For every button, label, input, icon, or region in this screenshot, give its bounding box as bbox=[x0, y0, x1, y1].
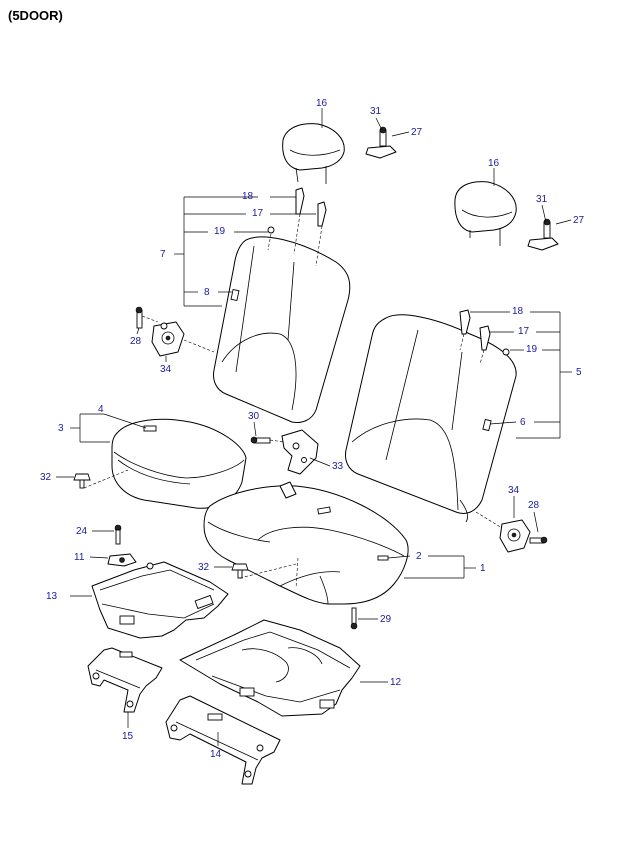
leader-31a bbox=[375, 117, 383, 131]
seat-frame-right bbox=[179, 619, 361, 717]
leader-27a bbox=[391, 131, 410, 137]
callout-24: 24 bbox=[76, 526, 88, 537]
dash-clip-a bbox=[267, 233, 272, 251]
callout-11: 11 bbox=[74, 552, 85, 563]
cushion-right bbox=[203, 481, 409, 605]
bolt-30 bbox=[250, 436, 271, 444]
dash-hinge-a bbox=[183, 339, 215, 353]
leader-31b bbox=[541, 204, 547, 223]
diagram-title: (5DOOR) bbox=[8, 8, 63, 23]
dash-cushion bbox=[295, 557, 299, 589]
callout-32b: 32 bbox=[198, 562, 210, 573]
bracket-1 bbox=[387, 555, 476, 579]
callout-6: 6 bbox=[520, 417, 526, 428]
clip-19b bbox=[502, 348, 510, 356]
callout-18b: 18 bbox=[512, 306, 524, 317]
callout-17a: 17 bbox=[252, 208, 264, 219]
seatback-right bbox=[345, 314, 517, 523]
headrest-guide-right bbox=[527, 218, 559, 251]
leader-33 bbox=[309, 457, 331, 467]
hinge-right bbox=[499, 519, 531, 553]
seat-frame-left bbox=[91, 561, 229, 639]
callout-28a: 28 bbox=[130, 336, 142, 347]
dash-bolt-30 bbox=[269, 439, 285, 443]
callout-2: 2 bbox=[416, 551, 422, 562]
callout-18a: 18 bbox=[242, 191, 254, 202]
dash-post-b bbox=[315, 225, 323, 267]
headrest-guide-left bbox=[365, 126, 397, 159]
callout-5: 5 bbox=[576, 367, 582, 378]
bolt-28a bbox=[135, 306, 143, 329]
rail-bracket-left bbox=[87, 647, 163, 713]
callout-13: 13 bbox=[46, 591, 58, 602]
leader-28a bbox=[136, 327, 140, 335]
callout-16b: 16 bbox=[488, 158, 500, 169]
callout-15: 15 bbox=[122, 731, 134, 742]
bolt-29 bbox=[350, 607, 358, 630]
callout-27b: 27 bbox=[573, 215, 585, 226]
callout-19b: 19 bbox=[526, 344, 538, 355]
hinge-left bbox=[151, 321, 185, 357]
callout-17b: 17 bbox=[518, 326, 530, 337]
callout-34a: 34 bbox=[160, 364, 172, 375]
bracket-3 bbox=[70, 413, 147, 443]
bumper-32b bbox=[231, 563, 249, 579]
callout-27a: 27 bbox=[411, 127, 423, 138]
bumper-32a bbox=[73, 473, 91, 489]
center-bracket-33 bbox=[281, 429, 319, 475]
bolt-28b bbox=[529, 536, 548, 544]
callout-31a: 31 bbox=[370, 106, 382, 117]
leader-11 bbox=[89, 556, 109, 559]
callout-30: 30 bbox=[248, 411, 260, 422]
headrest-post-18b bbox=[459, 309, 471, 335]
dash-post-a bbox=[293, 213, 301, 255]
seatback-left bbox=[213, 236, 351, 423]
leader-27b bbox=[555, 219, 572, 225]
callout-4: 4 bbox=[98, 404, 104, 415]
callout-32a: 32 bbox=[40, 472, 52, 483]
callout-8: 8 bbox=[204, 287, 210, 298]
headrest-post-18a bbox=[295, 187, 305, 215]
callout-34b: 34 bbox=[508, 485, 520, 496]
leader-28b bbox=[533, 511, 539, 533]
callout-33: 33 bbox=[332, 461, 344, 472]
callout-7: 7 bbox=[160, 249, 166, 260]
dash-post-c bbox=[459, 333, 465, 351]
nut-11 bbox=[107, 553, 137, 567]
callout-16a: 16 bbox=[316, 98, 328, 109]
callout-3: 3 bbox=[58, 423, 64, 434]
cushion-left bbox=[111, 418, 247, 509]
bracket-5 bbox=[470, 311, 572, 439]
dash-hinge-b bbox=[475, 511, 503, 529]
callout-31b: 31 bbox=[536, 194, 548, 205]
headrest-left bbox=[282, 123, 345, 184]
rail-bracket-right bbox=[165, 695, 281, 785]
dash-bolt-a bbox=[141, 315, 159, 323]
callout-19a: 19 bbox=[214, 226, 226, 237]
callout-14: 14 bbox=[210, 749, 222, 760]
screw-24 bbox=[114, 524, 122, 545]
headrest-post-17b bbox=[479, 325, 491, 351]
callout-12: 12 bbox=[390, 677, 402, 688]
clip-19a bbox=[267, 226, 275, 234]
dash-bumper-a bbox=[83, 469, 129, 489]
bracket-7 bbox=[174, 196, 316, 307]
callout-1: 1 bbox=[480, 563, 486, 574]
dash-post-d bbox=[479, 349, 485, 365]
callout-28b: 28 bbox=[528, 500, 540, 511]
headrest-right bbox=[454, 181, 517, 246]
leader-30 bbox=[253, 421, 257, 437]
headrest-post-17a bbox=[317, 201, 327, 227]
callout-29: 29 bbox=[380, 614, 392, 625]
